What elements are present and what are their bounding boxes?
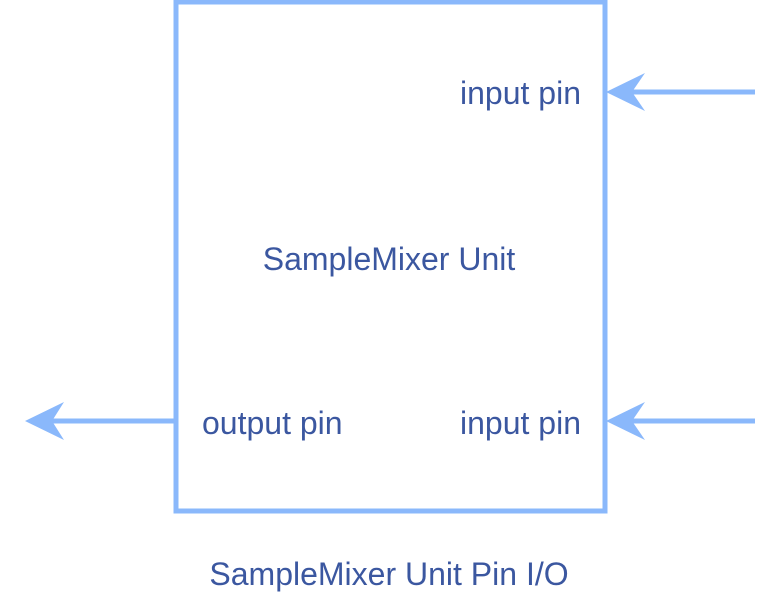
input-arrow-bottom — [606, 402, 755, 440]
diagram-caption: SampleMixer Unit Pin I/O — [209, 556, 568, 592]
samplemixer-unit-box — [173, 0, 608, 514]
output-arrow — [25, 402, 174, 440]
output-pin-label: output pin — [202, 405, 343, 441]
input-pin-top-label: input pin — [460, 75, 581, 111]
unit-label: SampleMixer Unit — [263, 241, 516, 277]
input-arrow-top — [606, 73, 755, 111]
input-pin-bottom-label: input pin — [460, 405, 581, 441]
